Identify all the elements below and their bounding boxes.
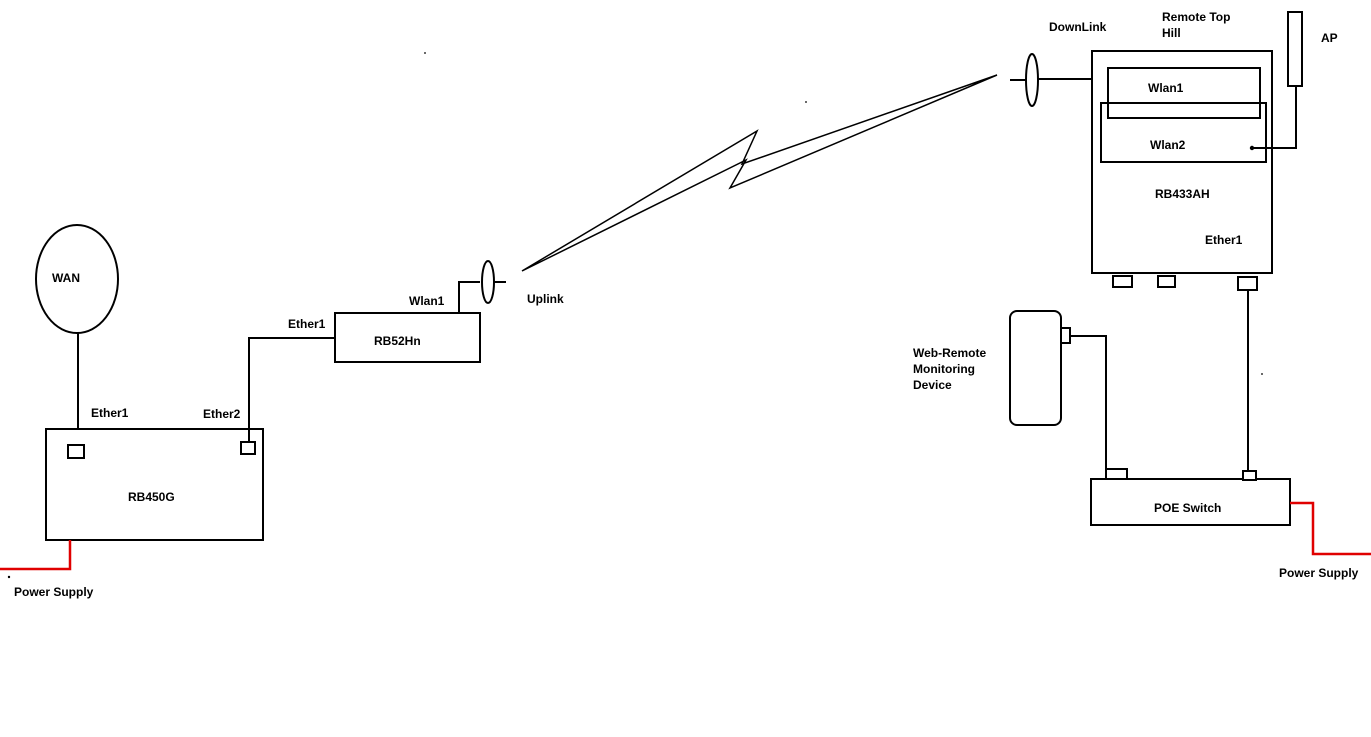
rb450g-to-rb52hn-link xyxy=(248,337,335,442)
downlink-label: DownLink xyxy=(1049,20,1107,34)
power-supply-right-label: Power Supply xyxy=(1279,566,1359,580)
rb433ah-wlan2-card xyxy=(1100,102,1267,163)
power-line-right xyxy=(1290,501,1371,556)
stray-speck xyxy=(424,52,426,54)
rb52hn-ether1-label: Ether1 xyxy=(288,317,326,331)
monitoring-device-label-line1: Web-Remote xyxy=(913,346,986,360)
rb450g-ether1-port xyxy=(67,444,85,459)
wlan2-to-ap-link xyxy=(1252,86,1297,149)
rb450g-label: RB450G xyxy=(128,490,175,504)
ap-label: AP xyxy=(1321,31,1338,45)
ap-antenna xyxy=(1287,11,1303,87)
monitoring-to-poe-link xyxy=(1070,335,1107,470)
rb52hn-box xyxy=(334,312,481,363)
rb450g-ether1-label: Ether1 xyxy=(91,406,129,420)
rb433ah-label: RB433AH xyxy=(1155,187,1210,201)
rb52hn-wlan1-label: Wlan1 xyxy=(409,294,445,308)
rb433ah-ether1-port xyxy=(1237,276,1258,291)
wireless-link-bolt xyxy=(521,74,998,272)
poe-switch-label: POE Switch xyxy=(1154,501,1221,515)
wlan2-connection-dot xyxy=(1249,145,1255,151)
rb450g-ether2-label: Ether2 xyxy=(203,407,241,421)
poe-switch-port-1 xyxy=(1105,468,1128,480)
power-supply-left-label: Power Supply xyxy=(14,585,94,599)
remote-site-label-line1: Remote Top xyxy=(1162,10,1230,24)
poe-switch-port-2 xyxy=(1242,470,1257,481)
monitoring-device-label-line2: Monitoring xyxy=(913,362,975,376)
rb52hn-label: RB52Hn xyxy=(374,334,421,348)
rb433ah-wlan2-label: Wlan2 xyxy=(1150,138,1186,152)
rb52hn-to-uplink-antenna xyxy=(458,281,480,313)
stray-speck xyxy=(1261,373,1263,375)
stray-speck xyxy=(805,101,807,103)
monitoring-device-port xyxy=(1060,327,1071,344)
rb433ah-port-2 xyxy=(1157,275,1176,288)
uplink-antenna xyxy=(481,260,495,304)
poe-switch-box xyxy=(1090,478,1291,526)
uplink-label: Uplink xyxy=(527,292,564,306)
wan-label: WAN xyxy=(52,271,80,285)
remote-site-label-line2: Hill xyxy=(1162,26,1181,40)
rb433ah-wlan1-label: Wlan1 xyxy=(1148,81,1184,95)
rb433ah-port-1 xyxy=(1112,275,1133,288)
power-line-left xyxy=(0,540,72,571)
downlink-antenna xyxy=(1025,53,1039,107)
rb450g-ether2-port xyxy=(240,441,256,455)
monitoring-device-label-line3: Device xyxy=(913,378,952,392)
rb433ah-wlan1-card xyxy=(1107,67,1261,119)
monitoring-device xyxy=(1009,310,1062,426)
power-left-dot xyxy=(7,575,11,579)
rb433ah-ether1-label: Ether1 xyxy=(1205,233,1243,247)
